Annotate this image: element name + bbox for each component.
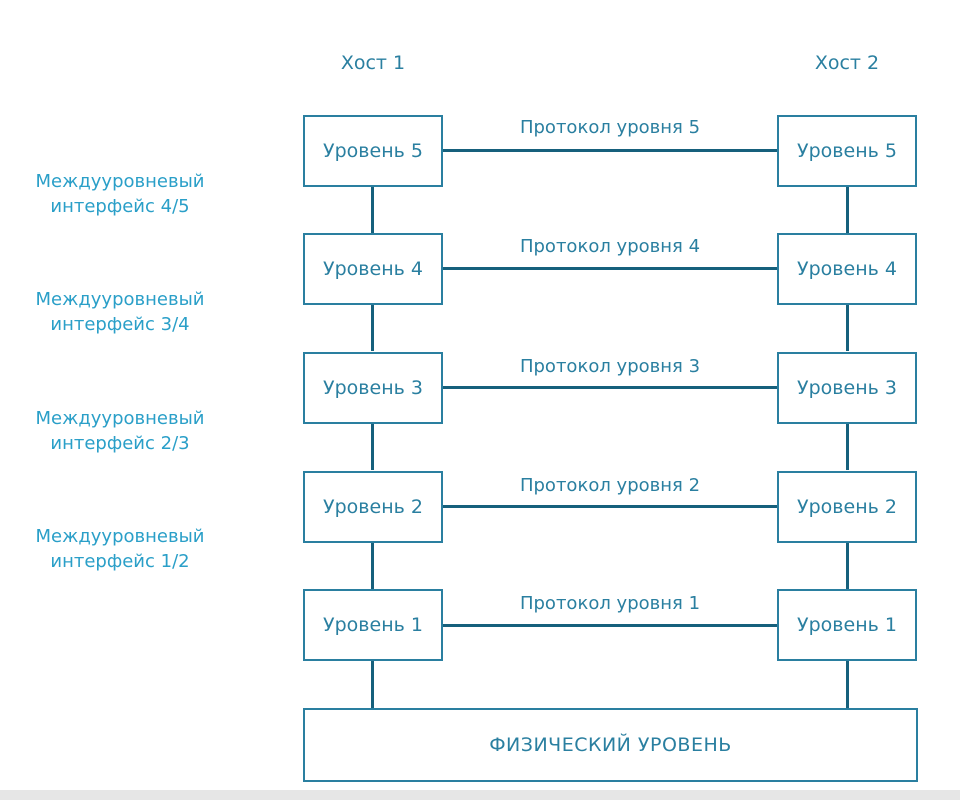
host2-layer-2: Уровень 2 <box>777 471 917 543</box>
interface-label-3-4-line1: Междууровневый <box>35 289 205 310</box>
interface-label-1-2-line1: Междууровневый <box>35 526 205 547</box>
protocol-label-1: Протокол уровня 1 <box>519 593 701 614</box>
host1-layer-4: Уровень 4 <box>303 233 443 305</box>
protocol-line-4 <box>443 267 777 270</box>
protocol-label-3: Протокол уровня 3 <box>519 356 701 377</box>
interface-label-1-2-line2: интерфейс 1/2 <box>50 551 190 572</box>
host-1-title: Хост 1 <box>340 52 406 74</box>
interface-label-4-5-line2: интерфейс 4/5 <box>50 196 190 217</box>
connector-l1-physical-host2 <box>846 661 849 708</box>
host1-layer-5: Уровень 5 <box>303 115 443 187</box>
protocol-line-3 <box>443 386 777 389</box>
interface-label-3-4-line2: интерфейс 3/4 <box>50 314 190 335</box>
connector-l3-l2-host1 <box>371 424 374 470</box>
connector-l5-l4-host2 <box>846 187 849 233</box>
connector-l2-l1-host2 <box>846 543 849 589</box>
host1-layer-2: Уровень 2 <box>303 471 443 543</box>
connector-l1-physical-host1 <box>371 661 374 708</box>
protocol-label-4: Протокол уровня 4 <box>519 236 701 257</box>
host1-layer-1: Уровень 1 <box>303 589 443 661</box>
host2-layer-5: Уровень 5 <box>777 115 917 187</box>
protocol-label-5: Протокол уровня 5 <box>519 117 701 138</box>
host2-layer-3: Уровень 3 <box>777 352 917 424</box>
connector-l3-l2-host2 <box>846 424 849 470</box>
host-2-title: Хост 2 <box>814 52 880 74</box>
connector-l4-l3-host1 <box>371 305 374 351</box>
connector-l5-l4-host1 <box>371 187 374 233</box>
protocol-line-2 <box>443 505 777 508</box>
connector-l2-l1-host1 <box>371 543 374 589</box>
connector-l4-l3-host2 <box>846 305 849 351</box>
physical-layer-box: ФИЗИЧЕСКИЙ УРОВЕНЬ <box>303 708 918 782</box>
interface-label-2-3-line2: интерфейс 2/3 <box>50 433 190 454</box>
host2-layer-1: Уровень 1 <box>777 589 917 661</box>
interface-label-2-3: Междууровневый интерфейс 2/3 <box>20 406 220 456</box>
interface-label-2-3-line1: Междууровневый <box>35 408 205 429</box>
protocol-label-2: Протокол уровня 2 <box>519 475 701 496</box>
host2-layer-4: Уровень 4 <box>777 233 917 305</box>
interface-label-4-5: Междууровневый интерфейс 4/5 <box>20 169 220 219</box>
protocol-line-1 <box>443 624 777 627</box>
interface-label-1-2: Междууровневый интерфейс 1/2 <box>20 524 220 574</box>
interface-label-3-4: Междууровневый интерфейс 3/4 <box>20 287 220 337</box>
interface-label-4-5-line1: Междууровневый <box>35 171 205 192</box>
bottom-bar <box>0 790 960 800</box>
host1-layer-3: Уровень 3 <box>303 352 443 424</box>
protocol-line-5 <box>443 149 777 152</box>
physical-layer-label: ФИЗИЧЕСКИЙ УРОВЕНЬ <box>489 734 732 756</box>
